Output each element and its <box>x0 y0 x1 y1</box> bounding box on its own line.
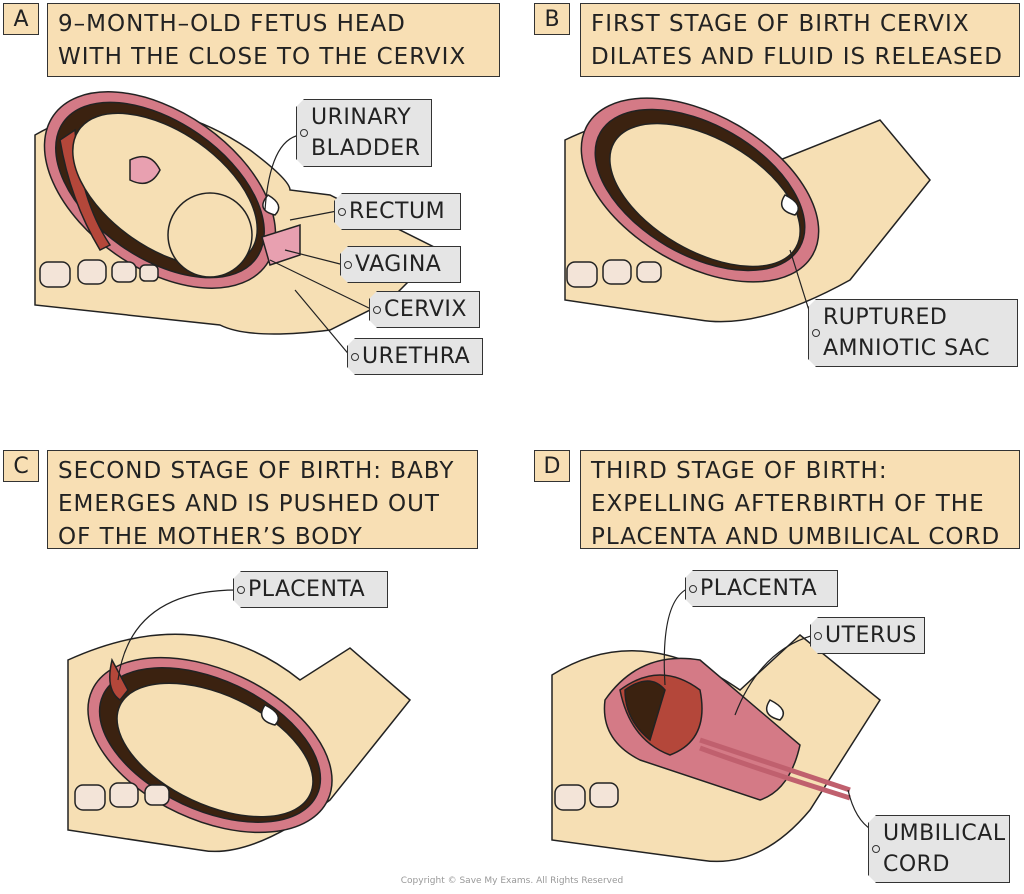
panel-a-title: 9–MONTH–OLD FETUS HEAD WITH THE CLOSE TO… <box>47 3 500 77</box>
title-line: THIRD STAGE OF BIRTH: <box>591 458 888 484</box>
title-line: PLACENTA AND UMBILICAL CORD <box>591 524 1001 550</box>
panel-d-title: THIRD STAGE OF BIRTH: EXPELLING AFTERBIR… <box>580 450 1020 550</box>
panel-c-title: SECOND STAGE OF BIRTH: BABY EMERGES AND … <box>47 450 478 550</box>
title-line: OF THE MOTHER’S BODY <box>58 524 363 550</box>
label-urethra: URETHRA <box>347 338 483 375</box>
label-line: AMNIOTIC SAC <box>823 336 990 361</box>
title-line: DILATES AND FLUID IS RELEASED <box>591 44 1003 70</box>
label-line: CORD <box>883 852 950 877</box>
panel-b-anatomy <box>564 97 931 323</box>
label-urinary-bladder: URINARY BLADDER <box>296 99 432 167</box>
label-vagina: VAGINA <box>340 246 461 283</box>
label-umbilical-cord: UMBILICAL CORD <box>868 815 1010 883</box>
leader-lines <box>117 134 873 831</box>
label-line: RUPTURED <box>823 305 948 330</box>
panel-d-letter: D <box>534 450 570 482</box>
label-placenta-c: PLACENTA <box>233 571 388 608</box>
panel-b-title: FIRST STAGE OF BIRTH CERVIX DILATES AND … <box>580 3 1020 77</box>
label-line: UMBILICAL <box>883 821 1006 846</box>
title-line: 9–MONTH–OLD FETUS HEAD <box>58 11 406 37</box>
label-placenta-d: PLACENTA <box>685 570 838 607</box>
label-line: URINARY <box>311 105 412 130</box>
title-line: FIRST STAGE OF BIRTH CERVIX <box>591 11 970 37</box>
label-cervix: CERVIX <box>369 291 480 328</box>
title-line: SECOND STAGE OF BIRTH: BABY <box>58 458 455 484</box>
panel-c-anatomy <box>67 633 412 853</box>
label-line: BLADDER <box>311 136 421 161</box>
label-uterus: UTERUS <box>810 617 925 654</box>
copyright: Copyright © Save My Exams. All Rights Re… <box>400 876 624 886</box>
label-rectum: RECTUM <box>334 193 461 230</box>
title-line: EXPELLING AFTERBIRTH OF THE <box>591 491 985 517</box>
panel-d-anatomy <box>551 634 881 863</box>
panel-a-letter: A <box>3 3 39 35</box>
title-line: EMERGES AND IS PUSHED OUT <box>58 491 440 517</box>
title-line: WITH THE CLOSE TO THE CERVIX <box>58 44 467 70</box>
panel-b-letter: B <box>534 3 570 35</box>
panel-a-anatomy <box>34 91 442 335</box>
label-ruptured-amniotic-sac: RUPTURED AMNIOTIC SAC <box>808 299 1018 367</box>
panel-c-letter: C <box>3 450 39 482</box>
